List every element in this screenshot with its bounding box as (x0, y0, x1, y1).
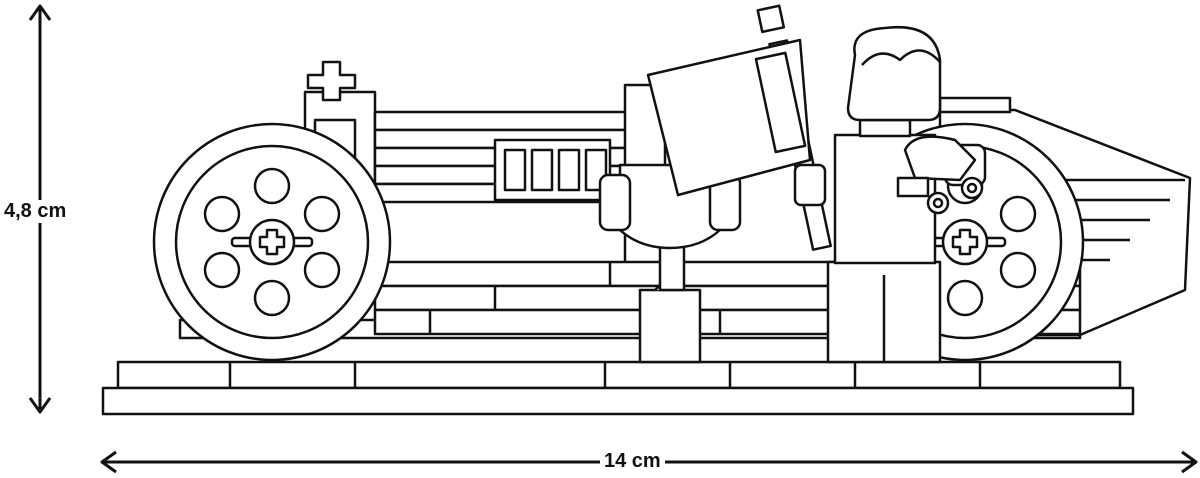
trophy (598, 163, 742, 364)
width-dimension-label: 14 cm (600, 450, 665, 473)
height-dimension-label: 4,8 cm (0, 200, 71, 223)
minifigure (793, 25, 987, 364)
flag (646, 4, 832, 251)
base-plate (101, 360, 1135, 416)
wheel-left (152, 122, 392, 362)
